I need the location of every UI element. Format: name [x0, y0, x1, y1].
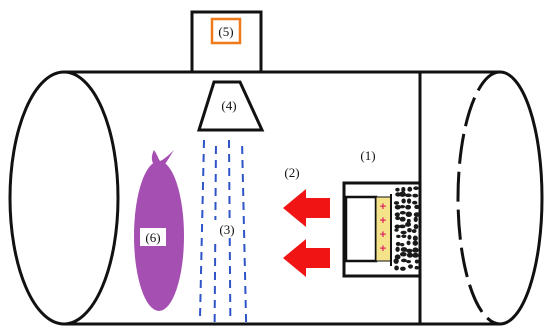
granule — [399, 191, 406, 197]
granule — [399, 204, 406, 209]
label-5: (5) — [218, 24, 233, 39]
granule — [407, 227, 412, 233]
granule — [400, 266, 406, 271]
granule — [412, 240, 419, 246]
nozzle — [196, 80, 265, 132]
arrow-upper — [283, 189, 330, 227]
granule — [405, 193, 412, 198]
granule — [411, 229, 417, 234]
orange-sensor-box — [210, 17, 242, 45]
granule — [413, 216, 418, 223]
filter-plus-marks: + + + + — [380, 201, 386, 255]
granule — [412, 193, 419, 198]
filter-granules — [393, 186, 420, 271]
granule — [399, 251, 407, 257]
plus-mark: + — [380, 201, 386, 213]
plus-mark: + — [380, 229, 386, 241]
granule — [394, 212, 400, 217]
label-6-bg — [140, 228, 166, 246]
granule — [393, 258, 399, 264]
granule — [400, 242, 405, 247]
granule — [412, 252, 419, 258]
granule — [395, 187, 400, 192]
cylinder-right-end-dashed — [456, 70, 501, 326]
label-1: (1) — [360, 148, 375, 163]
granule — [400, 247, 408, 252]
granule — [412, 200, 418, 205]
granule — [401, 234, 407, 238]
granule — [394, 204, 401, 210]
label-2: (2) — [284, 165, 299, 180]
granule — [406, 240, 411, 246]
granule — [406, 259, 412, 264]
granule — [407, 186, 413, 192]
granule — [405, 211, 413, 218]
label-3: (3) — [219, 222, 234, 237]
granule — [412, 247, 419, 253]
granule — [406, 218, 411, 223]
granule — [414, 259, 419, 264]
granule — [406, 248, 413, 254]
granule — [399, 210, 406, 215]
granule — [406, 198, 412, 204]
granule — [401, 198, 406, 204]
granule — [408, 264, 413, 269]
granule — [401, 258, 407, 263]
label-3-bg — [214, 220, 240, 238]
granule — [414, 204, 420, 210]
granule — [396, 234, 401, 239]
granule — [406, 252, 414, 258]
granule — [413, 212, 420, 217]
granule — [395, 241, 401, 246]
label-4: (4) — [221, 98, 236, 113]
label-6: (6) — [145, 230, 160, 245]
filter-inner-chamber — [344, 195, 378, 263]
plus-mark: + — [380, 243, 386, 255]
cylinder-left-end — [8, 70, 120, 326]
granule — [394, 224, 401, 229]
granule — [395, 216, 401, 221]
granule — [401, 186, 406, 193]
arrow-lower — [283, 239, 330, 277]
granule — [394, 254, 401, 260]
cylinder-right-end-solid — [499, 70, 544, 326]
granule — [393, 201, 400, 205]
granule — [399, 224, 406, 229]
granule — [399, 216, 406, 222]
granule — [395, 246, 400, 252]
granule — [413, 186, 419, 191]
granule — [394, 265, 399, 271]
granule — [413, 224, 419, 230]
granule — [405, 204, 412, 210]
plus-mark: + — [380, 215, 386, 227]
granule — [414, 265, 419, 270]
granule — [394, 228, 399, 232]
granule — [405, 222, 412, 227]
granule — [412, 235, 418, 241]
granule — [400, 230, 407, 235]
granule — [407, 234, 412, 240]
